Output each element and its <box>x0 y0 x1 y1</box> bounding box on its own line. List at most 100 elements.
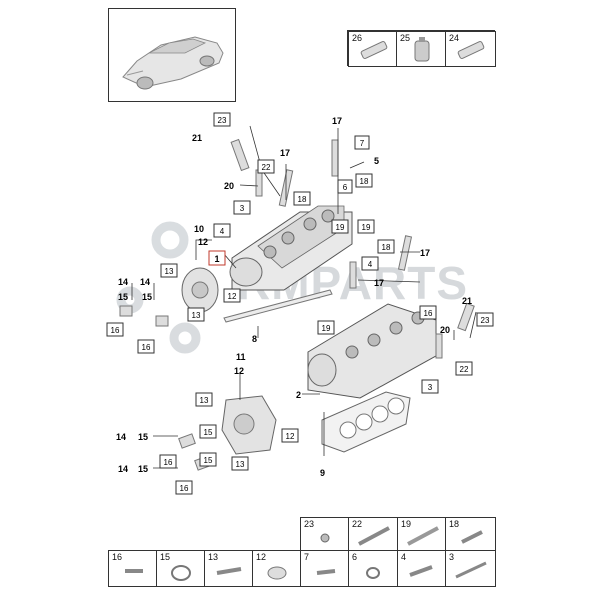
legend-number: 23 <box>304 519 315 529</box>
legend-cell: 12 <box>252 550 302 587</box>
svg-text:13: 13 <box>200 396 209 405</box>
legend-number: 4 <box>401 552 407 562</box>
legend-number: 6 <box>352 552 358 562</box>
svg-text:12: 12 <box>228 292 237 301</box>
legend-number: 13 <box>208 552 219 562</box>
boxed-label: 18 <box>293 191 311 206</box>
svg-text:10: 10 <box>194 224 204 234</box>
upper-cylinder-head <box>229 205 353 291</box>
svg-text:14: 14 <box>116 432 126 442</box>
cam-housing-lower <box>221 395 277 455</box>
svg-text:18: 18 <box>360 177 369 186</box>
svg-text:3: 3 <box>428 383 433 392</box>
svg-text:9: 9 <box>320 468 325 478</box>
tube-icon <box>360 41 388 59</box>
svg-text:15: 15 <box>142 292 152 302</box>
bottom-legend: 23 22 19 18 16 15 13 12 <box>108 517 496 587</box>
legend-cell: 6 <box>348 550 399 587</box>
legend-cell: 3 <box>445 550 496 587</box>
boxed-label: 3 <box>421 379 439 394</box>
tube-icon <box>457 41 485 59</box>
boxed-label: 6 <box>337 179 353 194</box>
seal-ring-icon <box>171 565 191 581</box>
lower-cylinder-head <box>307 303 437 399</box>
svg-text:14: 14 <box>118 464 128 474</box>
boxed-label: 3 <box>233 200 251 215</box>
boxed-label: 13 <box>231 456 249 471</box>
svg-text:6: 6 <box>343 183 348 192</box>
svg-text:16: 16 <box>142 343 151 352</box>
svg-text:17: 17 <box>420 248 430 258</box>
svg-text:12: 12 <box>198 237 208 247</box>
svg-text:17: 17 <box>332 116 342 126</box>
boxed-label: 15 <box>199 424 217 439</box>
svg-text:13: 13 <box>236 460 245 469</box>
svg-text:16: 16 <box>424 309 433 318</box>
boxed-label: 15 <box>199 452 217 467</box>
svg-text:17: 17 <box>374 278 384 288</box>
svg-text:18: 18 <box>298 195 307 204</box>
svg-text:4: 4 <box>368 260 373 269</box>
sleeve-icon <box>267 566 287 580</box>
boxed-label: 7 <box>354 135 370 150</box>
boxed-label: 16 <box>106 322 124 337</box>
boxed-label: 4 <box>361 256 379 271</box>
legend-cell: 24 <box>445 31 496 67</box>
boxed-label: 23 <box>213 112 231 127</box>
legend-number: 15 <box>160 552 171 562</box>
legend-number: 18 <box>449 519 460 529</box>
legend-number: 7 <box>304 552 310 562</box>
bottle-icon <box>414 37 430 62</box>
small-parts <box>119 138 475 471</box>
legend-cell: 15 <box>156 550 206 587</box>
svg-text:4: 4 <box>220 227 225 236</box>
svg-text:13: 13 <box>192 311 201 320</box>
svg-text:23: 23 <box>481 316 490 325</box>
callout-numbers: 21 20 17 17 5 10 12 14 14 15 15 8 2 17 1… <box>116 116 472 478</box>
screw-icon <box>125 569 143 573</box>
svg-text:22: 22 <box>460 365 469 374</box>
boxed-label: 18 <box>355 173 373 188</box>
svg-text:15: 15 <box>138 432 148 442</box>
svg-text:21: 21 <box>462 296 472 306</box>
legend-number: 3 <box>449 552 455 562</box>
bolt-icon <box>455 561 487 579</box>
boxed-label: 19 <box>331 219 349 234</box>
legend-number: 26 <box>352 33 363 43</box>
svg-text:13: 13 <box>165 267 174 276</box>
boxed-label: 22 <box>455 361 473 376</box>
legend-cell: 26 <box>348 31 398 67</box>
svg-text:19: 19 <box>336 223 345 232</box>
svg-text:12: 12 <box>234 366 244 376</box>
legend-number: 22 <box>352 519 363 529</box>
cam-housing-upper <box>181 267 219 313</box>
boxed-label: 19 <box>357 219 375 234</box>
legend-number: 16 <box>112 552 123 562</box>
svg-text:7: 7 <box>360 139 365 148</box>
legend-cell: 23 <box>300 517 350 552</box>
vehicle-thumbnail <box>108 8 236 102</box>
gasket-lower <box>321 391 411 453</box>
svg-text:21: 21 <box>192 133 202 143</box>
svg-text:5: 5 <box>374 156 379 166</box>
top-legend: 26 25 24 <box>347 30 496 67</box>
svg-text:12: 12 <box>286 432 295 441</box>
svg-text:11: 11 <box>236 352 246 362</box>
legend-cell: 13 <box>204 550 254 587</box>
car-icon <box>122 36 224 90</box>
boxed-label: 13 <box>160 263 178 278</box>
leader-lines <box>131 125 477 469</box>
svg-text:17: 17 <box>280 148 290 158</box>
legend-number: 25 <box>400 33 411 43</box>
svg-text:8: 8 <box>252 334 257 344</box>
legend-cell: 22 <box>348 517 399 552</box>
stud-icon <box>407 526 439 546</box>
svg-text:1: 1 <box>214 254 219 264</box>
svg-text:19: 19 <box>362 223 371 232</box>
boxed-label: 4 <box>213 223 231 238</box>
svg-text:2: 2 <box>296 390 301 400</box>
boxed-label: 16 <box>175 480 193 495</box>
boxed-label: 12 <box>223 288 241 303</box>
